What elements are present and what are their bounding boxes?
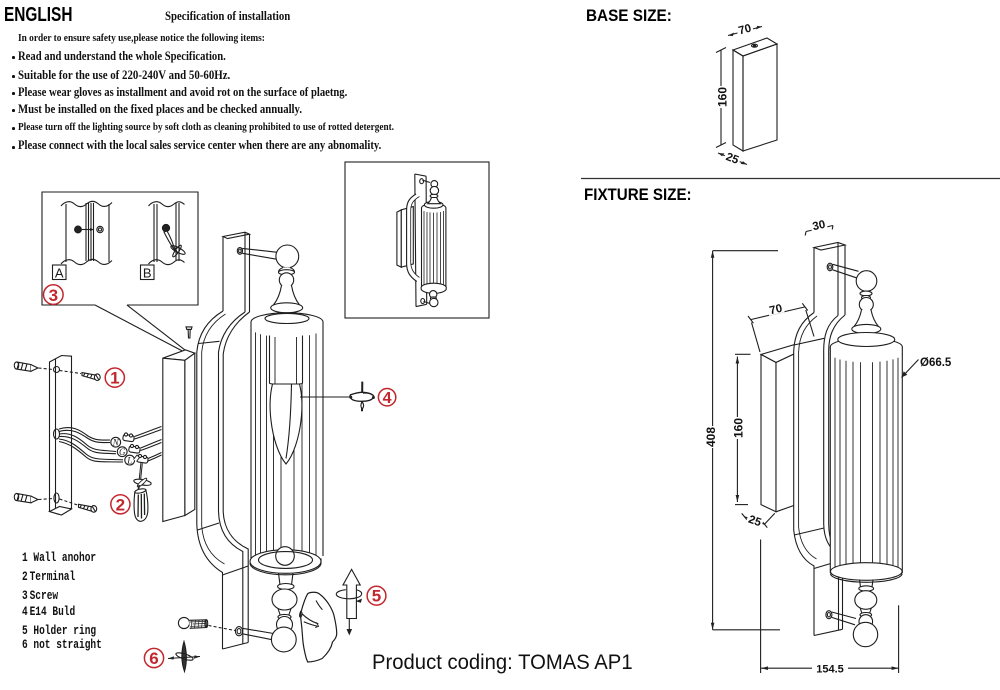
- svg-text:6: 6: [149, 649, 158, 668]
- svg-text:N: N: [112, 438, 120, 448]
- svg-text:3: 3: [49, 286, 58, 305]
- svg-text:1: 1: [110, 369, 119, 388]
- svg-text:30: 30: [811, 219, 826, 233]
- svg-text:154.5: 154.5: [816, 664, 844, 676]
- svg-text:L: L: [126, 456, 132, 466]
- svg-text:G: G: [119, 447, 126, 457]
- svg-text:5: 5: [372, 587, 381, 606]
- svg-text:B: B: [143, 266, 152, 281]
- svg-text:25: 25: [724, 151, 741, 167]
- svg-text:4: 4: [383, 390, 392, 407]
- svg-text:408: 408: [704, 427, 718, 447]
- svg-text:A: A: [55, 266, 64, 281]
- svg-text:2: 2: [116, 495, 125, 514]
- svg-text:25: 25: [747, 514, 764, 530]
- svg-text:Ø66.5: Ø66.5: [920, 357, 952, 369]
- svg-text:160: 160: [716, 87, 730, 107]
- svg-text:70: 70: [737, 23, 752, 38]
- svg-text:160: 160: [732, 418, 746, 438]
- svg-text:70: 70: [768, 303, 783, 318]
